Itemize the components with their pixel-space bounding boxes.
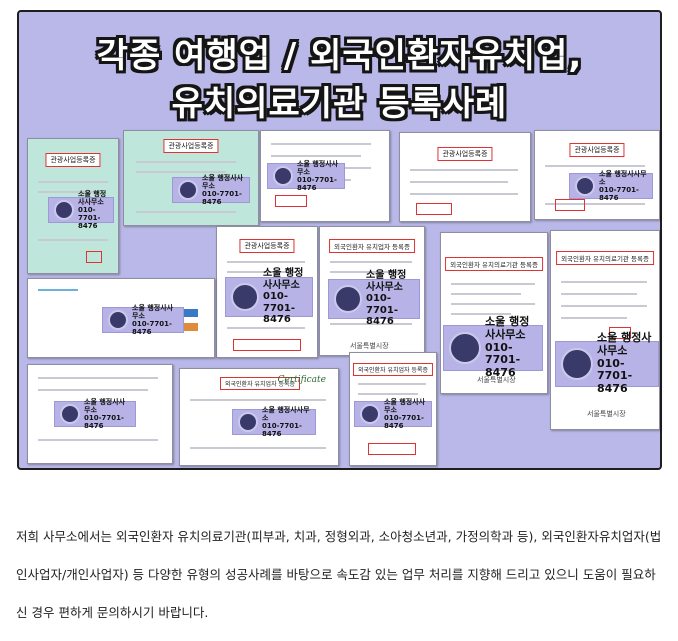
- office-description: 저희 사무소에서는 외국인환자 유치의료기관(피부과, 치과, 정형외과, 소아…: [16, 529, 662, 620]
- office-seal-icon: [449, 332, 481, 364]
- banner-title-line2: 유치의료기관 등록사례: [171, 84, 508, 124]
- office-seal-icon: [575, 176, 595, 196]
- office-seal-icon: [273, 166, 293, 186]
- office-seal-icon: [54, 200, 74, 220]
- office-seal-icon: [238, 412, 258, 432]
- certificate-heading: 관광사업등록증: [45, 153, 101, 167]
- registration-cases-banner: 각종 여행업 / 외국인환자유치업, 유치의료기관 등록사례 관광사업등록증 소…: [17, 10, 662, 470]
- certificate-thumbnail: 관광사업등록증: [399, 132, 531, 222]
- office-seal-icon: [360, 404, 380, 424]
- office-seal-icon: [108, 310, 128, 330]
- office-seal-icon: [334, 285, 362, 313]
- office-seal-icon: [60, 404, 80, 424]
- office-seal-icon: [231, 283, 259, 311]
- office-seal-icon: [561, 348, 593, 380]
- office-seal-icon: [178, 180, 198, 200]
- banner-title-line1: 각종 여행업 / 외국인환자유치업,: [96, 36, 583, 76]
